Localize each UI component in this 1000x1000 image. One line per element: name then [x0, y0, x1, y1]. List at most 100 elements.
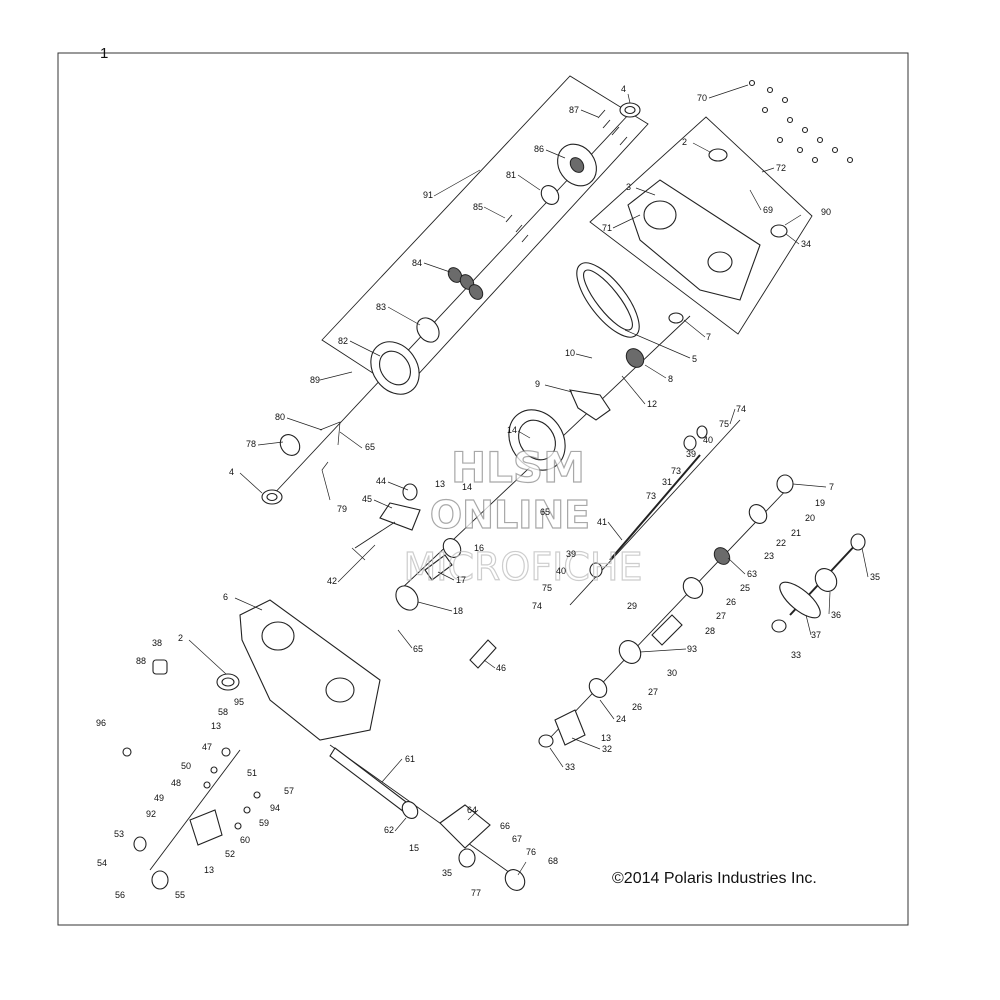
callout: 7 [706, 332, 711, 342]
bushing-44 [402, 483, 418, 501]
bearing-33-left [538, 734, 554, 748]
callout: 26 [726, 597, 736, 607]
callout: 20 [805, 513, 815, 523]
callout: 45 [362, 494, 372, 504]
callout: 67 [512, 834, 522, 844]
callout: 22 [776, 538, 786, 548]
shift-shaft-92 [189, 809, 223, 846]
callout: 24 [616, 714, 626, 724]
callout: 8 [668, 374, 673, 384]
pins-85 [505, 214, 529, 243]
callout: 58 [218, 707, 228, 717]
seal-4-bottom [261, 489, 283, 505]
callout: 63 [747, 569, 757, 579]
callout: 40 [703, 435, 713, 445]
callout: 60 [240, 835, 250, 845]
gear-21 [748, 504, 768, 524]
callout: 6 [223, 592, 228, 602]
callout: 65 [413, 644, 423, 654]
seal-2-cover [708, 148, 728, 162]
watermark-line2: ONLINE [430, 493, 590, 537]
bracket-80 [319, 421, 341, 446]
callout: 5 [692, 354, 697, 364]
bearing-62 [401, 801, 419, 819]
callout: 35 [870, 572, 880, 582]
callout: 76 [526, 847, 536, 857]
callout: 73 [671, 466, 681, 476]
seal-2-case [216, 673, 240, 691]
callout: 39 [566, 549, 576, 559]
drive-belt-5 [576, 262, 640, 338]
callout: 49 [154, 793, 164, 803]
gear-16 [442, 538, 462, 558]
callout: 13 [435, 479, 445, 489]
callout: 23 [764, 551, 774, 561]
ring-68 [504, 869, 526, 891]
callout: 87 [569, 105, 579, 115]
gearcase-6 [239, 599, 381, 741]
ring-gear-82 [370, 341, 420, 395]
callout: 62 [384, 825, 394, 835]
callout: 96 [96, 718, 106, 728]
callout: 72 [776, 163, 786, 173]
callout: 4 [621, 84, 626, 94]
callout: 26 [632, 702, 642, 712]
callout: 40 [556, 566, 566, 576]
callout: 16 [474, 543, 484, 553]
callout: 3 [626, 182, 631, 192]
callout: 91 [423, 190, 433, 200]
nut-96 [122, 747, 132, 757]
callout: 10 [565, 348, 575, 358]
bearing-7-right [776, 474, 794, 494]
seal-34 [770, 224, 788, 238]
seal-4-top [619, 102, 641, 118]
callout: 28 [705, 626, 715, 636]
callout: 25 [740, 583, 750, 593]
callout: 36 [831, 610, 841, 620]
callout: 46 [496, 663, 506, 673]
gear-86 [557, 143, 597, 187]
callout: 75 [719, 419, 729, 429]
bearing-35-output [458, 848, 476, 868]
callout: 59 [259, 818, 269, 828]
callout: 85 [473, 202, 483, 212]
callout: 51 [247, 768, 257, 778]
wire-79 [321, 461, 331, 501]
callout: 50 [181, 761, 191, 771]
callout: 13 [601, 733, 611, 743]
watermark-line1: HLSM [451, 443, 585, 492]
callout: 70 [697, 93, 707, 103]
callout: 90 [821, 207, 831, 217]
shift-fork-9 [569, 389, 611, 421]
callout: 82 [338, 336, 348, 346]
rod-42 [354, 521, 396, 549]
group-frame-90 [589, 116, 813, 335]
callout: 47 [202, 742, 212, 752]
callout: 68 [548, 856, 558, 866]
callout: 15 [409, 843, 419, 853]
callout: 4 [229, 467, 234, 477]
shift-linkage-axis [149, 749, 241, 871]
shift-arm-45 [379, 502, 421, 531]
callout: 14 [462, 482, 472, 492]
diagram-frame [57, 52, 909, 926]
bearing-78 [279, 434, 301, 456]
sleeve-18 [395, 585, 419, 611]
callout: 94 [270, 803, 280, 813]
group-frame-91 [321, 75, 649, 393]
callout: 35 [442, 868, 452, 878]
leader-lines [188, 84, 869, 876]
callout: 41 [597, 517, 607, 527]
diagram-number: 1 [100, 45, 108, 62]
callout: 74 [532, 601, 542, 611]
detent-39-40 [589, 425, 708, 578]
callout: 52 [225, 849, 235, 859]
callout: 74 [736, 404, 746, 414]
callout: 27 [716, 611, 726, 621]
housing-64 [439, 804, 491, 849]
callout: 73 [646, 491, 656, 501]
callout: 89 [310, 375, 320, 385]
callout: 92 [146, 809, 156, 819]
callout: 9 [535, 379, 540, 389]
gearcase-cover-3 [627, 179, 761, 301]
